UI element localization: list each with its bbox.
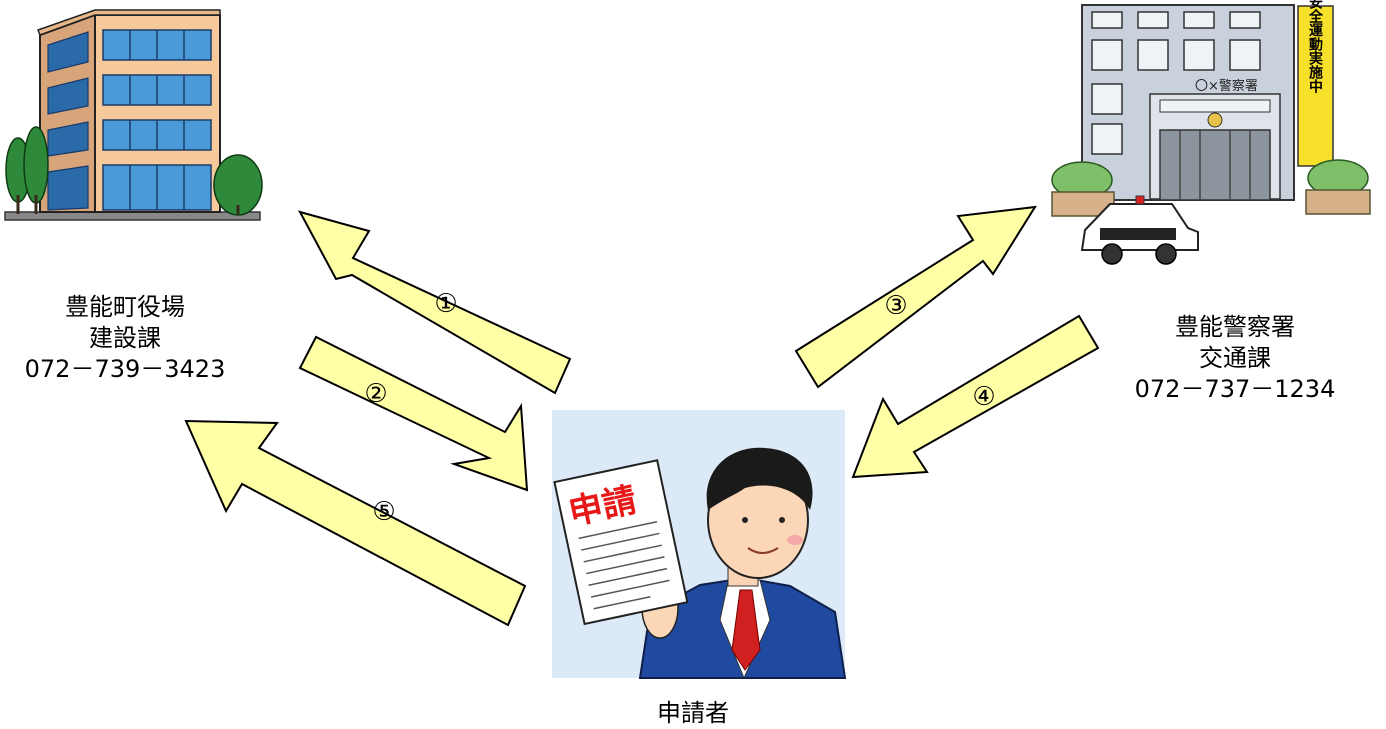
arrow-1: ①: [298, 210, 572, 395]
police-building-sign: 〇×警察署: [1195, 78, 1258, 94]
applicant-label: 申請者: [600, 698, 786, 729]
arrow-5: ⑤: [184, 419, 527, 627]
townhall-phone: 072－739－3423: [24, 355, 226, 383]
police-banner-text: 交通安全運動実施中: [1307, 0, 1324, 94]
police-car-illustration: [1080, 195, 1199, 265]
arrow-4: ④: [851, 314, 1100, 479]
arrow-4-number: ④: [972, 382, 995, 412]
arrow-3: ③: [794, 205, 1037, 389]
arrow-5-number: ⑤: [372, 497, 395, 527]
townhall-building-illustration: [4, 9, 263, 221]
police-phone: 072－737－1234: [1134, 375, 1336, 403]
police-label: 豊能警察署 交通課 072－737－1234: [1100, 312, 1370, 405]
police-station-illustration: 〇×警察署 交通安全運動実施中: [1051, 0, 1371, 265]
townhall-label: 豊能町役場 建設課 072－739－3423: [0, 292, 250, 385]
arrow-1-number: ①: [434, 289, 457, 319]
applicant-name: 申請者: [657, 699, 729, 727]
townhall-name: 豊能町役場: [65, 293, 185, 321]
arrow-2: ②: [298, 335, 529, 492]
townhall-department: 建設課: [89, 324, 161, 352]
arrow-3-number: ③: [884, 291, 907, 321]
police-name: 豊能警察署: [1175, 313, 1295, 341]
arrow-2-number: ②: [364, 379, 387, 409]
police-department: 交通課: [1199, 344, 1271, 372]
applicant-illustration: 申請: [552, 410, 847, 680]
